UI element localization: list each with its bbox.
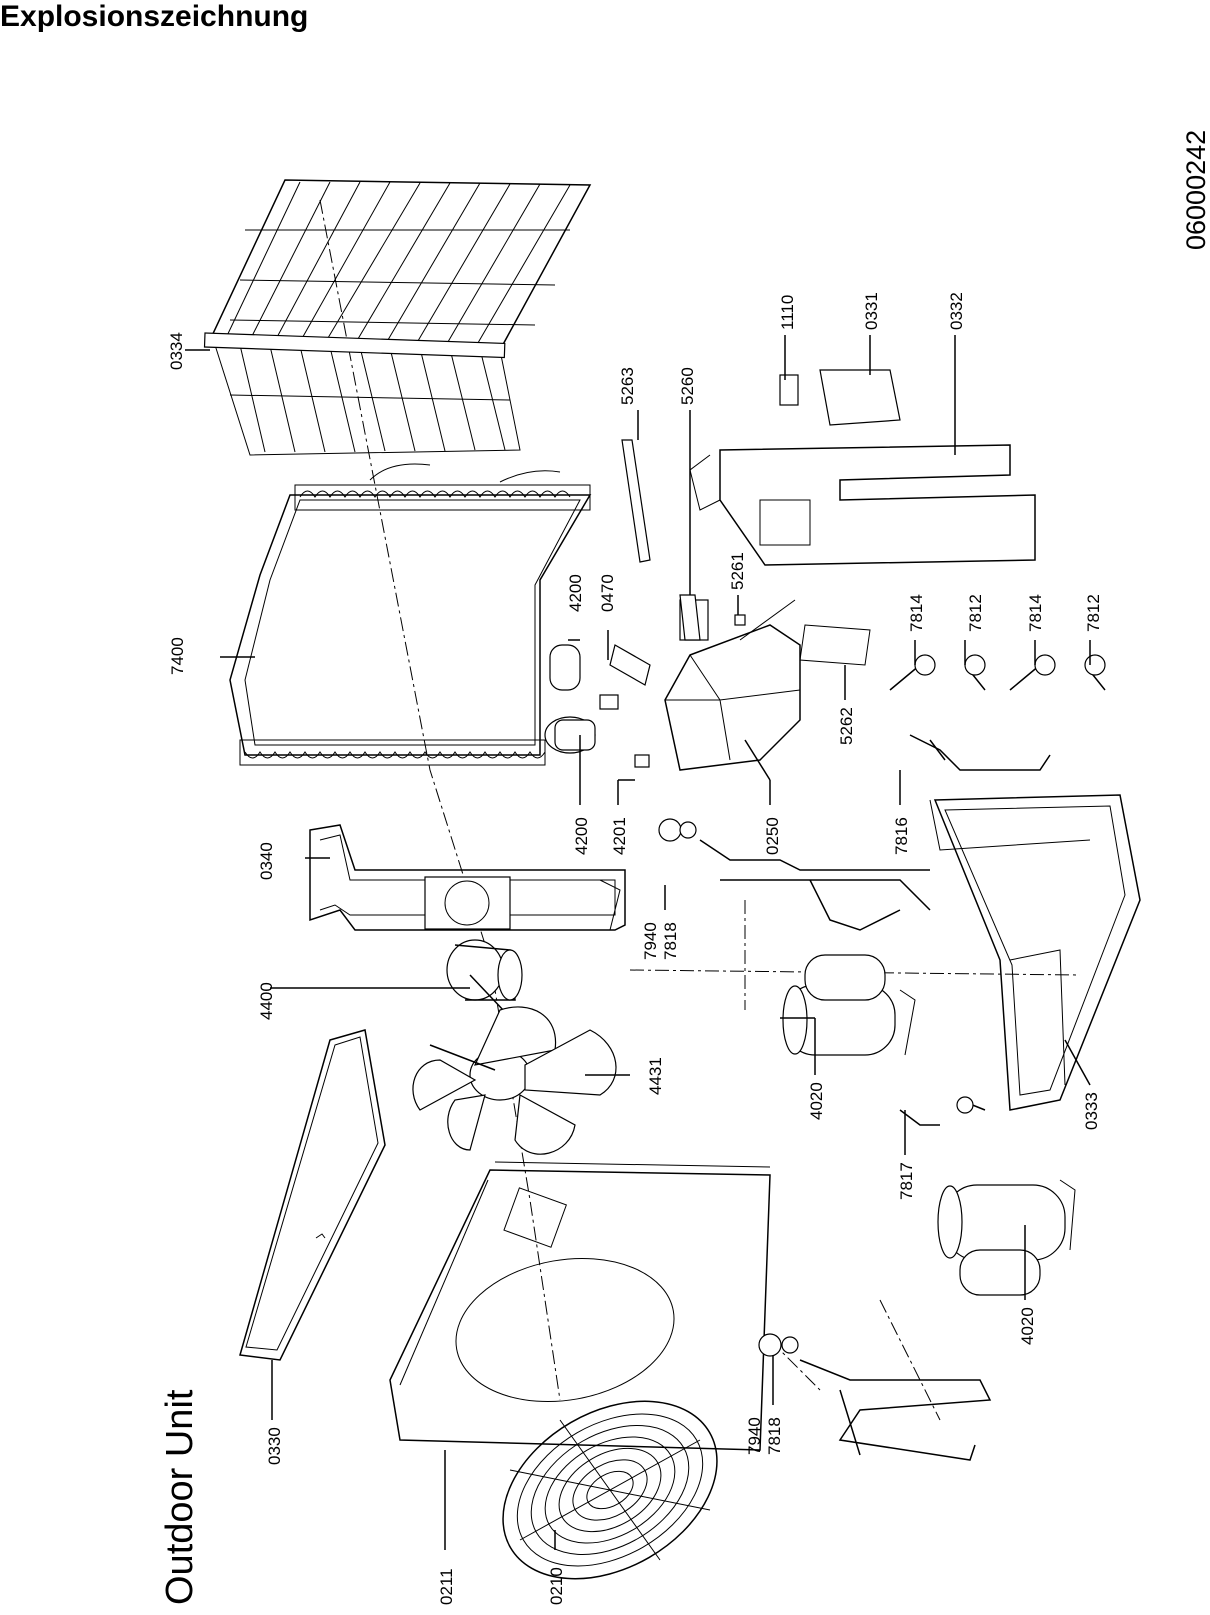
condenser-coil-drawing bbox=[229, 463, 592, 766]
fan-motor-drawing bbox=[446, 939, 523, 1013]
leader-lines bbox=[185, 335, 1091, 1550]
pipe-7816-drawing bbox=[909, 734, 1051, 771]
label-1110: 1110 bbox=[778, 295, 797, 330]
label-0330: 0330 bbox=[265, 1427, 284, 1465]
valve-7817-drawing bbox=[899, 1096, 986, 1126]
label-5260: 5260 bbox=[678, 367, 697, 405]
label-4431: 4431 bbox=[646, 1057, 665, 1095]
label-4200-upper: 4200 bbox=[566, 574, 585, 612]
label-4200-lower: 4200 bbox=[572, 817, 591, 855]
label-7940-upper: 7940 bbox=[641, 922, 660, 960]
label-0470: 0470 bbox=[598, 574, 617, 612]
front-panel-drawing bbox=[389, 1161, 771, 1451]
compressor-upper-drawing bbox=[782, 954, 916, 1056]
label-0210: 0210 bbox=[547, 1567, 566, 1605]
side-panel-drawing bbox=[689, 369, 1036, 566]
label-5263: 5263 bbox=[618, 367, 637, 405]
reversing-valve-lower-drawing bbox=[758, 1333, 992, 1461]
label-0333: 0333 bbox=[1082, 1092, 1101, 1130]
base-pan-drawing bbox=[929, 794, 1141, 1111]
label-4020-lower: 4020 bbox=[1018, 1307, 1037, 1345]
part-labels: 0330 0211 0210 7940 7818 4020 7817 0333 … bbox=[167, 292, 1103, 1605]
motor-bracket-drawing bbox=[309, 824, 626, 931]
label-7940-lower: 7940 bbox=[745, 1417, 764, 1455]
unit-title: Outdoor Unit bbox=[159, 1389, 201, 1605]
label-5262: 5262 bbox=[837, 707, 856, 745]
label-7814-a: 7814 bbox=[907, 594, 926, 632]
label-0334: 0334 bbox=[167, 332, 186, 370]
label-0250: 0250 bbox=[763, 817, 782, 855]
label-7816: 7816 bbox=[892, 817, 911, 855]
label-7817: 7817 bbox=[897, 1162, 916, 1200]
rear-grille-drawing bbox=[203, 179, 592, 456]
label-5261: 5261 bbox=[728, 552, 747, 590]
document-number: 06000242 bbox=[1181, 130, 1210, 250]
reversing-valve-upper-drawing bbox=[658, 818, 931, 931]
label-0332: 0332 bbox=[947, 292, 966, 330]
service-valves-drawing bbox=[889, 654, 1106, 691]
label-4020-upper: 4020 bbox=[807, 1082, 826, 1120]
page-heading: Explosionszeichnung bbox=[0, 0, 309, 33]
electrical-parts-drawing bbox=[544, 644, 651, 768]
label-7812-a: 7812 bbox=[966, 594, 985, 632]
label-4400: 4400 bbox=[257, 982, 276, 1020]
label-7818-lower: 7818 bbox=[765, 1417, 784, 1455]
label-0211: 0211 bbox=[437, 1568, 456, 1605]
label-7814-b: 7814 bbox=[1026, 594, 1045, 632]
label-0340: 0340 bbox=[257, 842, 276, 880]
label-4201: 4201 bbox=[610, 817, 629, 855]
fan-blade-drawing bbox=[412, 1006, 617, 1155]
compressor-lower-drawing bbox=[937, 1179, 1076, 1296]
label-7818-upper: 7818 bbox=[661, 922, 680, 960]
label-7812-b: 7812 bbox=[1084, 594, 1103, 632]
fan-guard-drawing bbox=[502, 1400, 718, 1580]
label-0331: 0331 bbox=[862, 292, 881, 330]
label-7400: 7400 bbox=[168, 637, 187, 675]
top-cover-drawing bbox=[239, 1029, 386, 1361]
